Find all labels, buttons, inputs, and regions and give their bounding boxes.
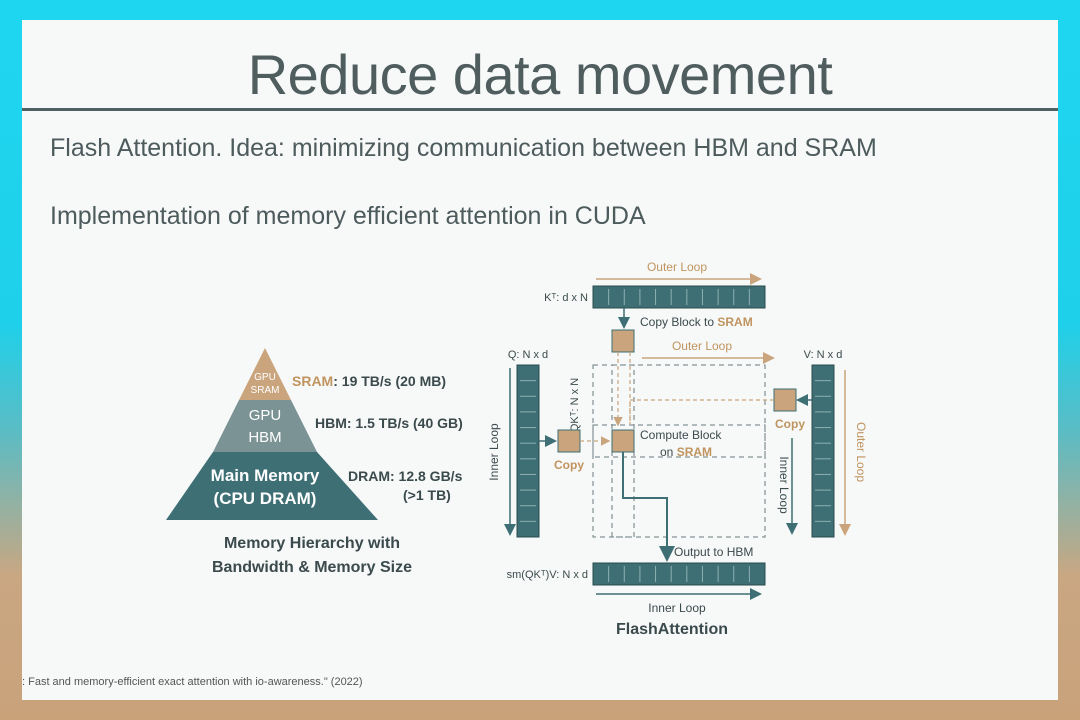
outer-loop-right-label: Outer Loop <box>854 422 868 482</box>
compute-label-2: on SRAM <box>660 445 712 459</box>
qkt-matrix-outline <box>592 364 766 538</box>
v-label: V: N x d <box>804 349 843 361</box>
hbm-tier-label-1: GPU <box>249 407 282 424</box>
idea-text: Flash Attention. Idea: minimizing commun… <box>50 134 877 162</box>
out-label: sm(QKᵀ)V: N x d <box>507 569 588 581</box>
sram-tier-label-1: GPU <box>254 372 276 383</box>
kt-matrix <box>592 285 766 309</box>
dram-stat-1: DRAM: 12.8 GB/s <box>348 468 463 484</box>
v-to-compute-dash <box>629 399 774 424</box>
qkt-label: QKᵀ: N x N <box>569 378 581 432</box>
flashattention-diagram: Outer Loop Kᵀ: d x N Copy Block to SRAM … <box>487 260 868 638</box>
q-matrix <box>516 364 540 538</box>
q-label: Q: N x d <box>508 349 548 361</box>
flashattention-caption: FlashAttention <box>616 621 728 638</box>
compute-sram: SRAM <box>677 445 712 459</box>
kt-sram-block <box>611 329 635 353</box>
output-label: Output to HBM <box>674 545 753 559</box>
kt-cells <box>608 289 750 305</box>
out-cells <box>608 566 750 582</box>
dram-tier-label-1: Main Memory <box>211 466 320 485</box>
copy-right-label: Copy <box>775 417 805 431</box>
hbm-tier-label-2: HBM <box>248 429 281 446</box>
q-cells <box>520 380 536 522</box>
v-sram-block <box>773 388 797 412</box>
compute-block <box>611 429 635 453</box>
dram-tier-label-2: (CPU DRAM) <box>214 489 317 508</box>
copy-block-label: Copy Block to SRAM <box>640 315 753 329</box>
citation: : Fast and memory-efficient exact attent… <box>22 676 363 688</box>
output-arrow <box>622 452 675 562</box>
copy-left-label: Copy <box>554 458 584 472</box>
implementation-text: Implementation of memory efficient atten… <box>50 202 646 230</box>
slide-title: Reduce data movement <box>247 43 833 106</box>
sram-stat: SRAM: 19 TB/s (20 MB) <box>292 373 446 389</box>
pyramid-hbm-tier <box>213 400 317 452</box>
inner-loop-bottom-label: Inner Loop <box>648 601 706 615</box>
outer-loop-mid-label: Outer Loop <box>672 339 732 353</box>
pyramid-sram-tier <box>239 348 291 400</box>
sram-stat-value: : 19 TB/s (20 MB) <box>333 373 446 389</box>
pyramid-caption-2: Bandwidth & Memory Size <box>212 559 412 576</box>
q-sram-block <box>557 429 581 453</box>
hbm-stat: HBM: 1.5 TB/s (40 GB) <box>315 415 463 431</box>
inner-loop-mid-label: Inner Loop <box>777 456 791 514</box>
title-divider <box>22 108 1058 111</box>
out-matrix <box>592 562 766 586</box>
sram-stat-key: SRAM <box>292 373 333 389</box>
kt-label: Kᵀ: d x N <box>544 292 588 304</box>
qkt-row-band <box>592 424 766 458</box>
dram-stat-2: (>1 TB) <box>403 487 451 503</box>
v-cells <box>815 380 831 522</box>
v-matrix <box>811 364 835 538</box>
slide: Reduce data movement Flash Attention. Id… <box>22 20 1058 700</box>
compute-label-1: Compute Block <box>640 428 722 442</box>
memory-pyramid: GPU SRAM GPU HBM Main Memory (CPU DRAM) … <box>166 348 463 576</box>
inner-loop-left-label: Inner Loop <box>487 423 501 481</box>
sram-tier-label-2: SRAM <box>251 385 280 396</box>
outer-loop-top-label: Outer Loop <box>647 260 707 274</box>
copy-block-sram: SRAM <box>717 315 752 329</box>
pyramid-dram-tier <box>166 452 378 520</box>
diagram-canvas: GPU SRAM GPU HBM Main Memory (CPU DRAM) … <box>166 260 868 638</box>
pyramid-caption-1: Memory Hierarchy with <box>224 535 400 552</box>
